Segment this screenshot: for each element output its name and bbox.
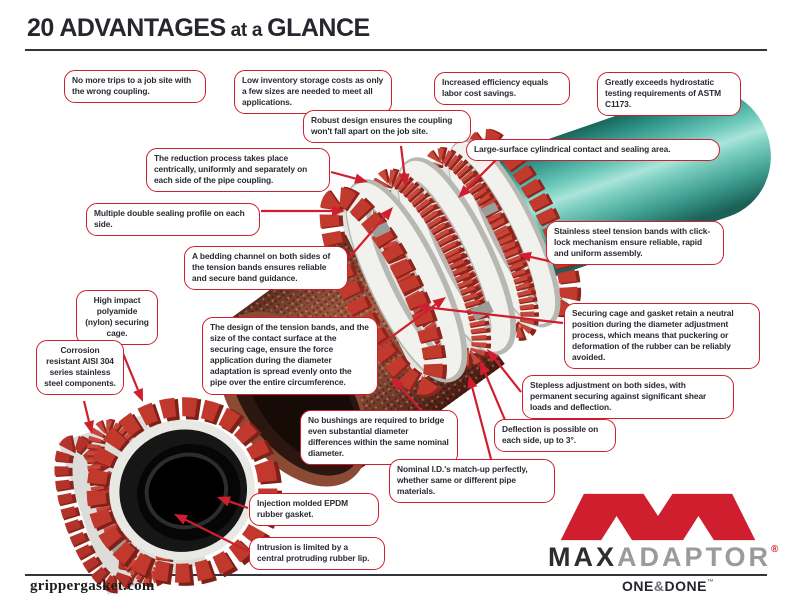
brand-wordmark: MAXADAPTOR® <box>548 542 778 573</box>
callout-large-surface: Large-surface cylindrical contact and se… <box>466 139 720 162</box>
callout-rubber-lip: Intrusion is limited by a central protru… <box>249 537 385 571</box>
red-arrow <box>458 158 498 198</box>
brand-logo-m-icon <box>560 493 756 541</box>
callout-increased-efficiency: Increased efficiency equals labor cost s… <box>434 72 570 106</box>
callout-reduction-process: The reduction process takes place centri… <box>146 148 330 193</box>
tagline-one: ONE <box>622 578 654 594</box>
callout-polyamide-cage: High impact polyamide (nylon) securing c… <box>76 290 158 346</box>
callout-no-more-trips: No more trips to a job site with the wro… <box>64 70 206 104</box>
page-title: 20 ADVANTAGES at a GLANCE <box>27 14 370 43</box>
red-arrow <box>217 496 249 510</box>
callout-stepless-adjustment: Stepless adjustment on both sides, with … <box>522 375 734 420</box>
red-arrow <box>416 302 564 325</box>
callout-tension-band-design: The design of the tension bands, and the… <box>202 317 378 395</box>
red-arrow <box>399 145 410 187</box>
brand-max: MAX <box>548 542 617 572</box>
callout-corrosion-resistant: Corrosion resistant AISI 304 series stai… <box>36 340 124 396</box>
clamp-buckle <box>470 300 494 321</box>
main-coupling-illustration <box>319 128 582 398</box>
callout-low-inventory: Low inventory storage costs as only a fe… <box>234 70 392 115</box>
title-start: 20 ADVANTAGES <box>27 14 226 42</box>
callout-neutral-position: Securing cage and gasket retain a neutra… <box>564 303 760 370</box>
red-arrow <box>480 361 507 421</box>
tagline-ampersand: & <box>653 578 665 594</box>
registered-mark-icon: ® <box>771 544 779 555</box>
red-arrow <box>378 297 446 347</box>
red-arrow <box>261 205 345 217</box>
title-mid: at a <box>225 20 268 41</box>
red-arrow <box>487 349 522 393</box>
red-arrow <box>174 514 249 552</box>
callout-hydrostatic-testing: Greatly exceeds hydrostatic testing requ… <box>597 72 741 117</box>
clamp-buckle <box>371 221 391 239</box>
callout-no-bushings: No bushings are required to bridge even … <box>300 410 458 466</box>
callout-tension-bands-clicklock: Stainless steel tension bands with click… <box>546 221 724 266</box>
header-underline <box>25 49 767 51</box>
website-text: grippergasket.com <box>30 578 155 594</box>
clamp-buckle <box>481 202 499 217</box>
small-coupling-illustration <box>54 397 282 595</box>
callout-deflection: Deflection is possible on each side, up … <box>494 419 616 453</box>
callout-nominal-id: Nominal I.D.'s match-up perfectly, wheth… <box>389 459 555 504</box>
brand-adaptor: ADAPTOR <box>617 542 772 572</box>
trademark-icon: ™ <box>706 579 715 586</box>
red-arrow <box>467 375 493 460</box>
footer-rule <box>25 574 767 576</box>
callout-double-sealing: Multiple double sealing profile on each … <box>86 203 260 237</box>
callout-epdm-gasket: Injection molded EPDM rubber gasket. <box>249 493 379 527</box>
red-arrow <box>348 207 393 259</box>
tagline-done: DONE <box>664 578 707 594</box>
brand-tagline: ONE&DONE™ <box>622 578 714 594</box>
title-end: GLANCE <box>267 14 370 42</box>
red-arrow <box>330 170 368 184</box>
callout-bedding-channel: A bedding channel on both sides of the t… <box>184 246 348 291</box>
red-arrow <box>391 377 422 411</box>
red-arrow <box>82 400 94 434</box>
callout-robust-design: Robust design ensures the coupling won't… <box>303 110 471 144</box>
